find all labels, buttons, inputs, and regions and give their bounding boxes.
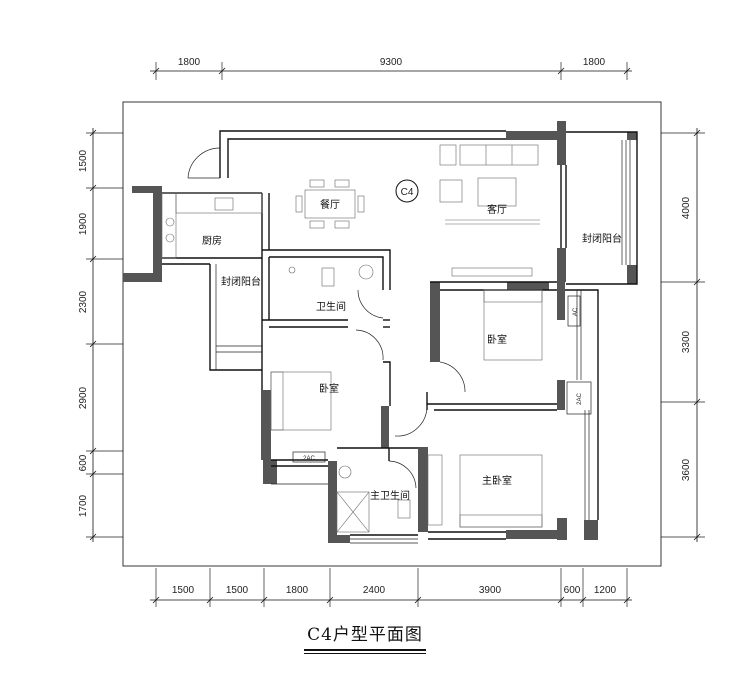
- dim-bottom-5: 3900: [479, 585, 502, 596]
- room-label-balcony-right: 封闭阳台: [582, 232, 622, 245]
- dim-bottom-2: 1500: [226, 585, 249, 596]
- right-dimension-chain: 4000 3300 3600: [661, 128, 705, 542]
- dim-right-2: 3300: [681, 330, 692, 353]
- room-label-bedroom-left: 卧室: [319, 382, 339, 395]
- ac-markers: AC 2AC 2AC: [292, 295, 592, 463]
- dim-right-1: 4000: [681, 196, 692, 219]
- dim-top-1: 1800: [178, 57, 201, 68]
- top-dimension-chain: 1800 9300 1800: [150, 57, 632, 80]
- room-label-dining: 餐厅: [320, 198, 340, 211]
- left-dimension-chain: 1500 1900 2300 2900 600 1700: [78, 128, 123, 542]
- room-label-balcony-left: 封闭阳台: [221, 275, 261, 288]
- room-label-kitchen: 厨房: [202, 234, 222, 247]
- room-label-master-bath: 主卫生间: [370, 489, 410, 502]
- dim-right-3: 3600: [681, 458, 692, 481]
- title-underline-thin: [304, 653, 426, 654]
- unit-tag-label: C4: [401, 187, 414, 198]
- wall-outlines: [162, 130, 638, 544]
- dim-left-1: 1500: [78, 149, 89, 172]
- dim-top-3: 1800: [583, 57, 606, 68]
- door-swings: [187, 147, 466, 489]
- dim-bottom-3: 1800: [286, 585, 309, 596]
- dim-bottom-4: 2400: [363, 585, 386, 596]
- drawing-frame: [122, 101, 662, 567]
- ac-label-2: 2AC: [577, 392, 583, 404]
- structural-walls: [123, 121, 637, 543]
- unit-tag-circle: [395, 179, 419, 203]
- title-underline-thick: [304, 649, 426, 651]
- bottom-dimension-chain: 1500 1500 1800 2400 3900 600 1200: [150, 568, 632, 607]
- room-labels: 餐厅 客厅 厨房 封闭阳台 封闭阳台 卫生间 卧室 卧室 主卧室 主卫生间: [202, 198, 622, 502]
- room-label-master-bedroom: 主卧室: [482, 474, 512, 487]
- room-label-bathroom: 卫生间: [316, 300, 346, 313]
- dim-left-4: 2900: [78, 386, 89, 409]
- title-block: C4户型平面图: [300, 620, 430, 654]
- dim-bottom-7: 1200: [594, 585, 617, 596]
- dim-left-2: 1900: [78, 212, 89, 235]
- ac-label-3: 2AC: [303, 456, 315, 462]
- dim-bottom-6: 600: [564, 585, 581, 596]
- dim-left-5: 600: [78, 454, 89, 471]
- room-label-living: 客厅: [487, 203, 507, 216]
- furniture: [161, 144, 543, 533]
- room-label-bedroom-center: 卧室: [487, 333, 507, 346]
- dim-top-2: 9300: [380, 57, 403, 68]
- dim-left-3: 2300: [78, 290, 89, 313]
- ac-label-1: AC: [573, 307, 579, 316]
- plan-title: C4户型平面图: [307, 625, 423, 645]
- dim-left-6: 1700: [78, 494, 89, 517]
- dim-bottom-1: 1500: [172, 585, 195, 596]
